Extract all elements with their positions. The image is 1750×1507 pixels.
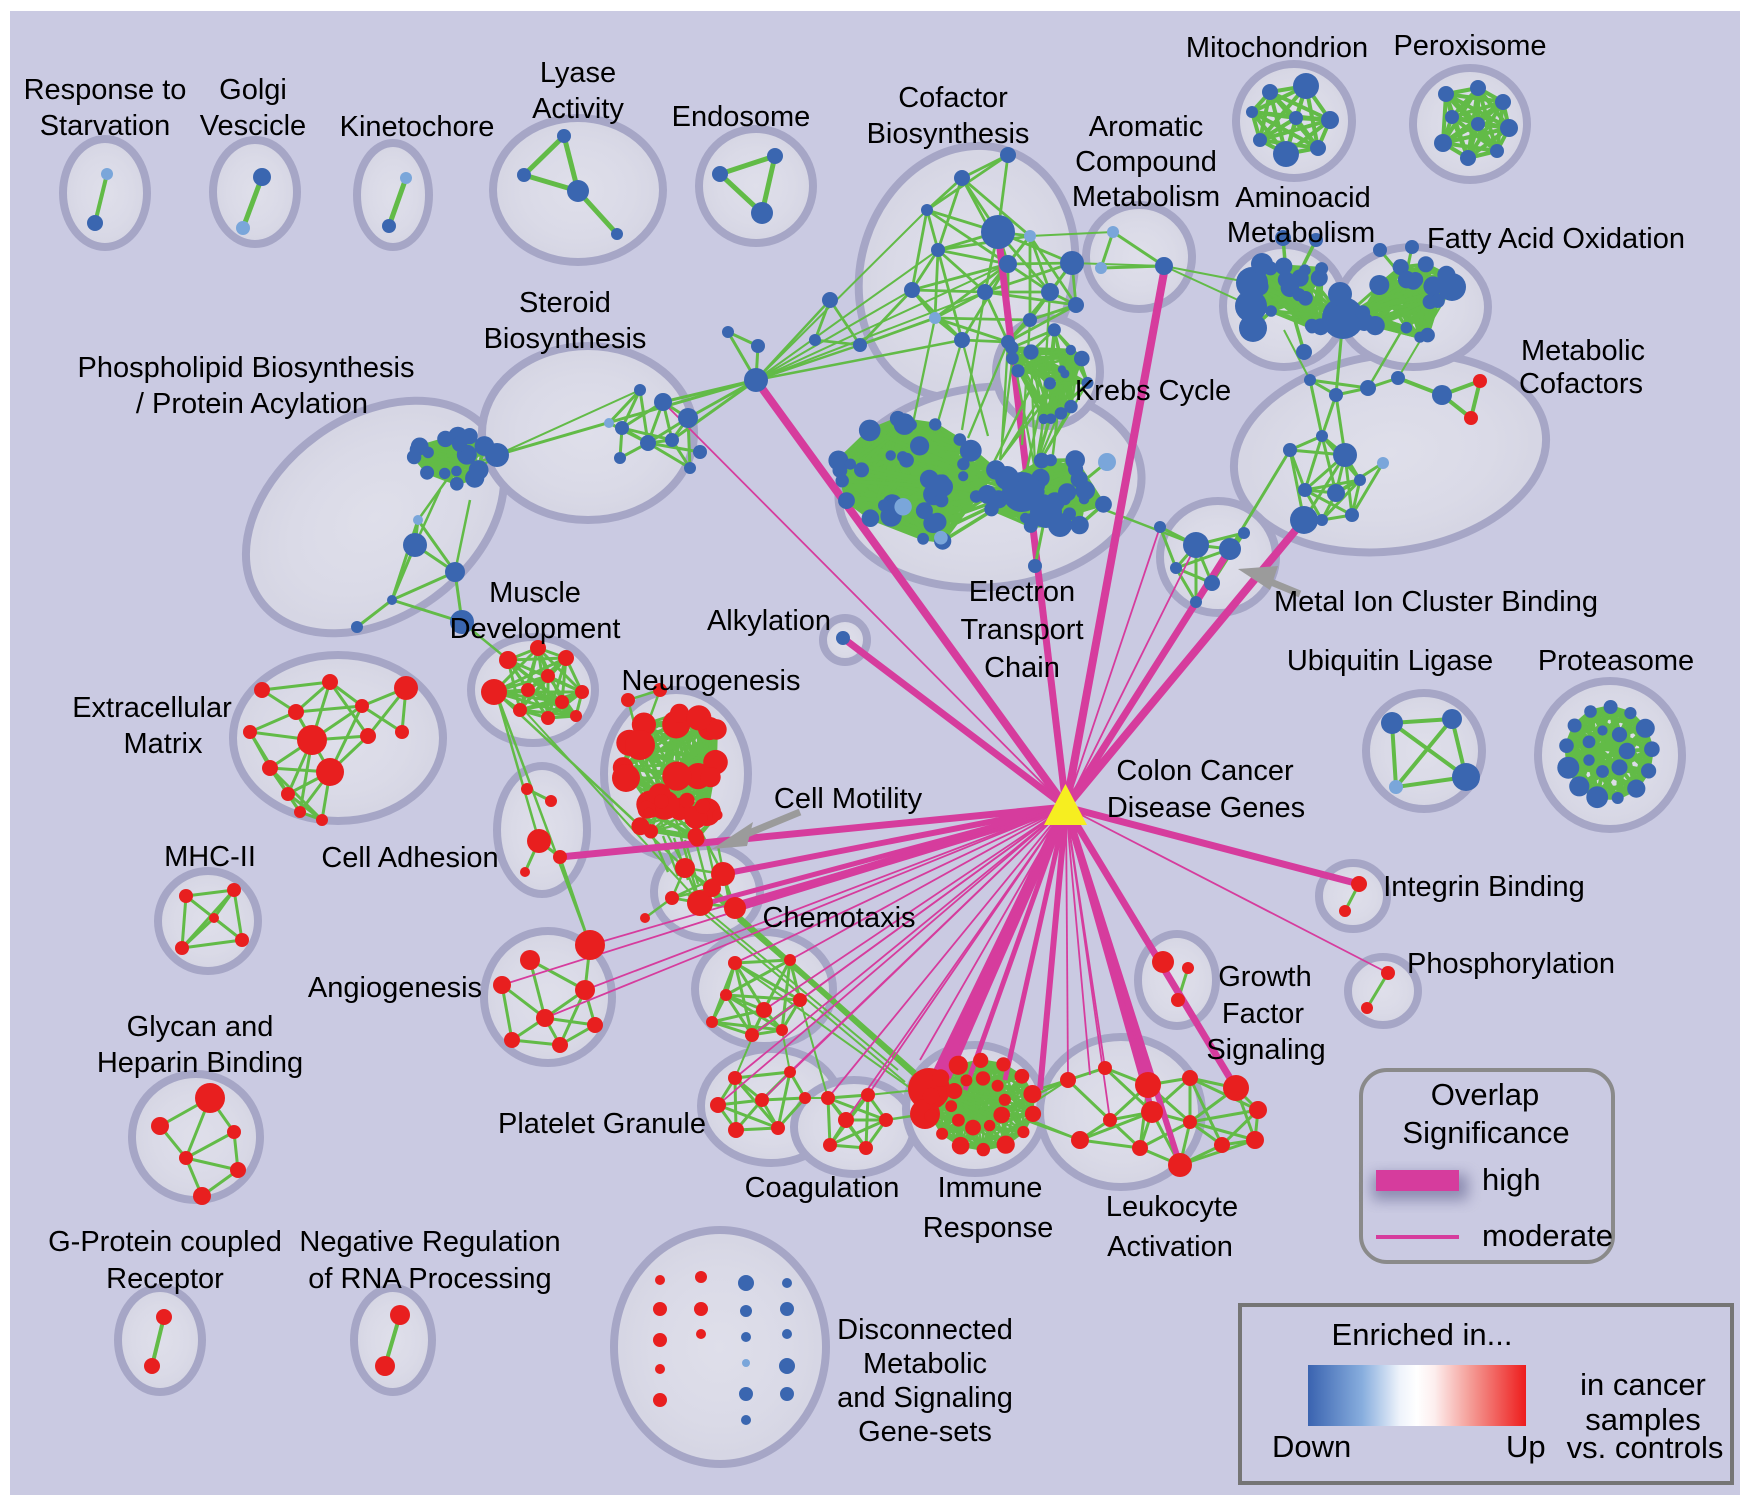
- svg-text:Biosynthesis: Biosynthesis: [484, 323, 647, 355]
- svg-text:Colon Cancer: Colon Cancer: [1116, 755, 1294, 787]
- svg-text:Glycan and: Glycan and: [127, 1011, 274, 1043]
- svg-text:Signaling: Signaling: [1206, 1034, 1325, 1066]
- svg-text:Factor: Factor: [1222, 998, 1305, 1030]
- svg-text:Angiogenesis: Angiogenesis: [308, 972, 482, 1004]
- svg-text:Gene-sets: Gene-sets: [858, 1416, 992, 1448]
- svg-text:Integrin Binding: Integrin Binding: [1383, 871, 1585, 903]
- svg-text:Ubiquitin Ligase: Ubiquitin Ligase: [1287, 645, 1493, 677]
- svg-text:Leukocyte: Leukocyte: [1106, 1191, 1238, 1223]
- svg-text:Metabolism: Metabolism: [1072, 181, 1220, 213]
- svg-text:Extracellular: Extracellular: [72, 692, 232, 724]
- svg-text:Transport: Transport: [960, 614, 1083, 646]
- svg-text:Overlap: Overlap: [1431, 1077, 1540, 1112]
- svg-text:Lyase: Lyase: [540, 57, 616, 89]
- svg-text:vs. controls: vs. controls: [1567, 1430, 1724, 1465]
- svg-text:moderate: moderate: [1482, 1218, 1613, 1253]
- svg-text:Phospholipid Biosynthesis: Phospholipid Biosynthesis: [78, 352, 415, 384]
- svg-text:high: high: [1482, 1162, 1541, 1197]
- svg-text:Metabolic: Metabolic: [1521, 335, 1645, 367]
- svg-text:Aminoacid: Aminoacid: [1235, 182, 1370, 214]
- svg-text:Response: Response: [923, 1212, 1054, 1244]
- svg-text:Neurogenesis: Neurogenesis: [622, 665, 801, 697]
- svg-text:Matrix: Matrix: [124, 728, 203, 760]
- svg-text:Metabolic: Metabolic: [863, 1348, 987, 1380]
- svg-text:Cofactor: Cofactor: [898, 82, 1008, 114]
- svg-text:of RNA Processing: of RNA Processing: [308, 1263, 551, 1295]
- svg-text:Chain: Chain: [984, 652, 1060, 684]
- svg-text:Disease Genes: Disease Genes: [1107, 792, 1305, 824]
- svg-text:Muscle: Muscle: [489, 577, 581, 609]
- svg-text:Coagulation: Coagulation: [745, 1172, 900, 1204]
- svg-text:Activity: Activity: [532, 93, 624, 125]
- svg-text:Activation: Activation: [1107, 1231, 1233, 1263]
- svg-text:Immune: Immune: [938, 1172, 1043, 1204]
- svg-text:Alkylation: Alkylation: [707, 605, 831, 637]
- svg-text:and Signaling: and Signaling: [837, 1382, 1013, 1414]
- svg-text:Compound: Compound: [1075, 146, 1217, 178]
- svg-text:Receptor: Receptor: [106, 1263, 224, 1295]
- svg-text:Vescicle: Vescicle: [200, 110, 306, 142]
- svg-text:Steroid: Steroid: [519, 287, 611, 319]
- svg-text:/ Protein Acylation: / Protein Acylation: [136, 388, 368, 420]
- svg-text:Heparin Binding: Heparin Binding: [97, 1047, 303, 1079]
- svg-text:in cancer: in cancer: [1580, 1367, 1706, 1402]
- svg-text:Aromatic: Aromatic: [1089, 111, 1203, 143]
- svg-text:Kinetochore: Kinetochore: [340, 111, 495, 143]
- svg-text:Golgi: Golgi: [219, 74, 287, 106]
- svg-text:Platelet Granule: Platelet Granule: [498, 1108, 706, 1140]
- svg-text:G-Protein coupled: G-Protein coupled: [48, 1226, 282, 1258]
- svg-text:Cofactors: Cofactors: [1519, 368, 1643, 400]
- svg-text:Response to: Response to: [24, 74, 187, 106]
- svg-text:Growth: Growth: [1218, 961, 1311, 993]
- svg-text:Enriched in...: Enriched in...: [1332, 1317, 1513, 1352]
- svg-text:Proteasome: Proteasome: [1538, 645, 1694, 677]
- svg-text:samples: samples: [1585, 1402, 1700, 1437]
- svg-text:Metabolism: Metabolism: [1227, 217, 1375, 249]
- svg-text:Disconnected: Disconnected: [837, 1314, 1013, 1346]
- svg-text:Electron: Electron: [969, 576, 1075, 608]
- svg-text:Phosphorylation: Phosphorylation: [1407, 948, 1615, 980]
- svg-text:Cell Adhesion: Cell Adhesion: [321, 842, 498, 874]
- svg-text:Biosynthesis: Biosynthesis: [867, 118, 1030, 150]
- svg-text:Cell Motility: Cell Motility: [774, 783, 923, 815]
- svg-text:Peroxisome: Peroxisome: [1393, 30, 1546, 62]
- svg-text:Up: Up: [1506, 1429, 1546, 1464]
- svg-text:Development: Development: [450, 613, 621, 645]
- svg-text:Mitochondrion: Mitochondrion: [1186, 32, 1368, 64]
- svg-text:Metal Ion Cluster Binding: Metal Ion Cluster Binding: [1274, 586, 1598, 618]
- svg-text:Krebs Cycle: Krebs Cycle: [1075, 375, 1231, 407]
- svg-text:Endosome: Endosome: [672, 101, 811, 133]
- svg-text:Fatty Acid Oxidation: Fatty Acid Oxidation: [1427, 223, 1685, 255]
- svg-text:Starvation: Starvation: [40, 110, 171, 142]
- svg-text:MHC-II: MHC-II: [164, 841, 256, 873]
- svg-text:Chemotaxis: Chemotaxis: [762, 902, 915, 934]
- svg-text:Significance: Significance: [1402, 1115, 1569, 1150]
- svg-text:Negative Regulation: Negative Regulation: [299, 1226, 560, 1258]
- svg-text:Down: Down: [1272, 1429, 1351, 1464]
